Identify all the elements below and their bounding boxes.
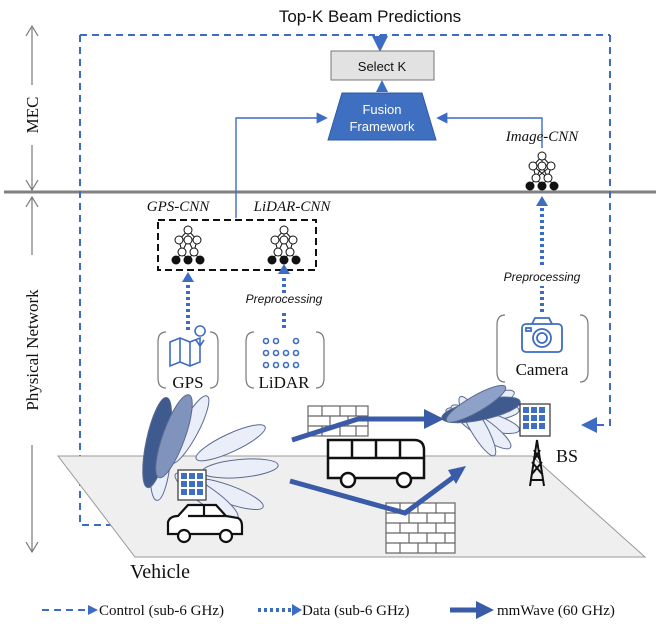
camera-preprocessing-label: Preprocessing	[504, 270, 581, 284]
legend-mmwave-label: mmWave (60 GHz)	[497, 603, 615, 619]
bs-label: BS	[556, 446, 578, 466]
layer-label-physical: Physical Network	[23, 289, 42, 411]
lidar-preprocessing-label: Preprocessing	[246, 292, 323, 306]
lidar-cnn-network-icon	[267, 225, 301, 265]
bus-icon	[326, 438, 426, 489]
fusion-framework-block	[327, 92, 437, 141]
fusion-inputs	[235, 112, 543, 218]
legend-control-label: Control (sub-6 GHz)	[99, 603, 224, 619]
lidar-cnn-label: LiDAR-CNN	[253, 199, 332, 215]
legend-data-label: Data (sub-6 GHz)	[302, 603, 409, 619]
bs-tower-icon	[529, 439, 545, 487]
image-cnn-network-icon	[525, 151, 559, 191]
bs-antenna-panel	[519, 403, 551, 437]
car-icon	[166, 503, 244, 544]
select-k-label: Select K	[358, 59, 407, 74]
fusion-label-line1: Fusion	[362, 102, 401, 117]
gps-cnn-network-icon	[171, 225, 205, 265]
legend: Control (sub-6 GHz) Data (sub-6 GHz) mmW…	[42, 601, 615, 619]
vehicle-antenna-panel	[177, 469, 207, 501]
vehicle-label: Vehicle	[130, 561, 190, 583]
map-pin-icon	[169, 325, 206, 368]
gps-sensor: GPS	[157, 325, 219, 392]
image-cnn-label: Image-CNN	[505, 129, 579, 145]
bs-beam-pattern	[441, 384, 521, 457]
data-arrows	[186, 206, 544, 330]
lidar-label: LiDAR	[259, 373, 311, 392]
layer-label-mec: MEC	[23, 97, 42, 134]
camera-label: Camera	[516, 360, 569, 379]
data-arrowheads	[182, 196, 548, 282]
layer-axis	[25, 24, 39, 554]
gps-label: GPS	[172, 373, 203, 392]
lidar-sensor: LiDAR	[245, 331, 325, 392]
point-cloud-icon	[262, 337, 300, 369]
cnn-group-box	[157, 219, 317, 271]
legend-mmwave: mmWave (60 GHz)	[450, 601, 615, 619]
camera-icon	[521, 317, 563, 353]
camera-sensor: Camera	[496, 314, 589, 383]
select-k-box	[330, 50, 435, 81]
fusion-label-line2: Framework	[349, 119, 415, 134]
gps-cnn-label: GPS-CNN	[147, 199, 211, 215]
mmwave-links	[289, 416, 457, 516]
legend-data: Data (sub-6 GHz)	[258, 603, 409, 619]
mmwave-arrowheads	[424, 409, 466, 484]
diagram-title: Top-K Beam Predictions	[279, 7, 461, 26]
legend-control: Control (sub-6 GHz)	[42, 603, 224, 619]
